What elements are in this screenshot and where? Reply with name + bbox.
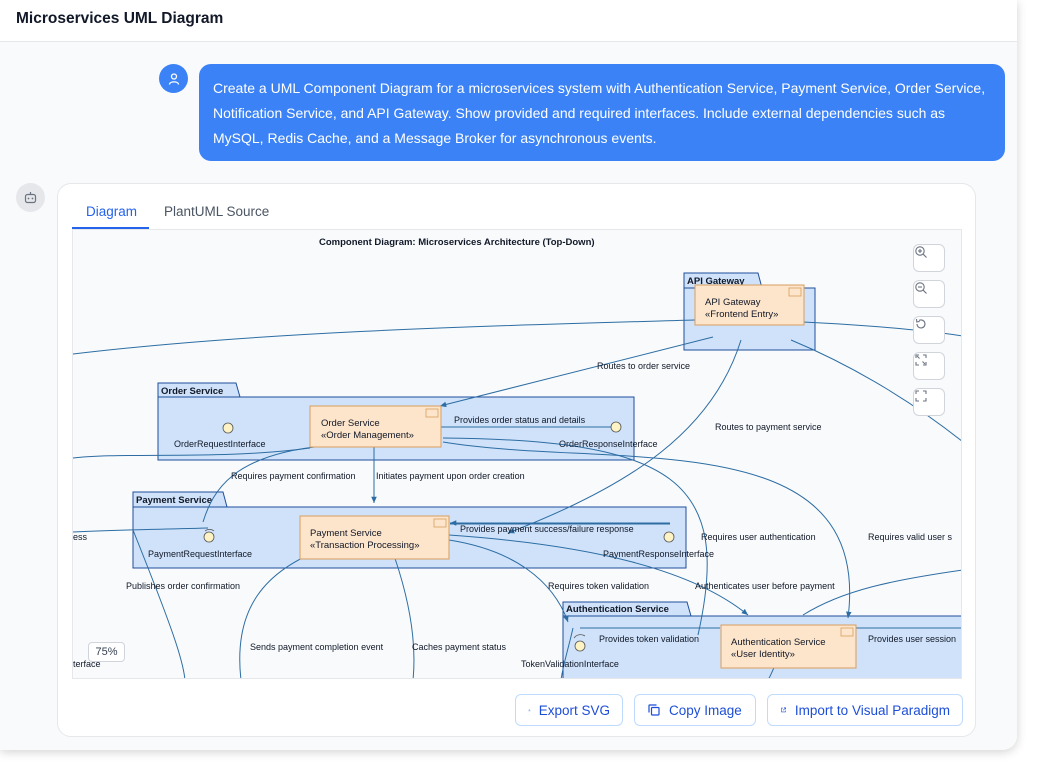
component-authentication-service[interactable]: Authentication Service «User Identity» [720,624,857,669]
app-title: Microservices UML Diagram [16,10,224,27]
label-provides-token-validation: Provides token validation [599,634,699,644]
label-requires-token-validation: Requires token validation [548,581,649,591]
label-payment-request-iface: PaymentRequestInterface [148,549,252,559]
label-token-validation-iface: TokenValidationInterface [521,659,619,669]
component-payment-service[interactable]: Payment Service «Transaction Processing» [299,515,450,560]
reset-icon [915,318,926,329]
tab-plantuml-source[interactable]: PlantUML Source [164,204,270,219]
export-svg-button[interactable]: Export SVG [515,694,623,726]
package-label-payment: Payment Service [136,495,212,506]
label-requires-payment-confirmation: Requires payment confirmation [231,471,356,481]
edge-routes-payment [507,339,742,534]
diagram-title: Component Diagram: Microservices Archite… [319,237,595,248]
tab-diagram[interactable]: Diagram [86,204,138,219]
component-stereotype-auth: «User Identity» [731,649,795,660]
import-visual-paradigm-label: Import to Visual Paradigm [794,702,950,718]
label-initiates-payment: Initiates payment upon order creation [376,471,525,481]
iface-order-response [610,421,622,433]
diagram-labels: OrderRequestInterface OrderResponseInter… [73,361,956,669]
user-icon [168,72,179,85]
label-caches-payment-status: Caches payment status [412,642,507,652]
diagram-canvas[interactable]: Component Diagram: Microservices Archite… [72,229,962,679]
label-routes-payment: Routes to payment service [715,422,822,432]
package-label-order: Order Service [161,386,223,397]
component-name-api-gateway: API Gateway [705,297,761,308]
bot-avatar-icon [16,183,45,212]
label-order-response-iface: OrderResponseInterface [559,439,658,449]
copy-icon [648,704,660,716]
zoom-out-icon [915,282,927,294]
component-name-auth: Authentication Service [731,637,826,648]
robot-icon [24,192,37,204]
socket-token [573,634,586,639]
iface-payment-request [203,531,215,543]
import-visual-paradigm-button[interactable]: Import to Visual Paradigm [767,694,963,726]
zoom-out-button[interactable] [913,280,945,308]
user-avatar-icon [159,64,188,93]
zoom-in-button[interactable] [913,244,945,272]
edge-order-auth-1 [442,437,708,636]
component-name-order: Order Service [321,418,380,429]
iface-payment-response [663,531,675,543]
label-requires-user-auth: Requires user authentication [701,532,816,542]
label-authenticates-before-payment: Authenticates user before payment [695,581,835,591]
assistant-response-card: Diagram PlantUML Source Component Diagra… [57,183,976,737]
edge-publishes [132,529,186,678]
fit-to-screen-button[interactable] [913,352,945,380]
component-stereotype-payment: «Transaction Processing» [310,540,419,551]
edge-auth-right [802,569,961,616]
label-sends-payment-completion: Sends payment completion event [250,642,384,652]
copy-image-label: Copy Image [669,702,742,718]
edge-gateway-right [802,321,961,337]
edge-payment-token [448,539,569,623]
interface-circles [203,421,675,652]
iface-token-validation [574,640,586,652]
user-message: Create a UML Component Diagram for a mic… [199,64,1005,161]
label-requires-valid-session: Requires valid user s [868,532,953,542]
title-bar: Microservices UML Diagram [0,0,1017,42]
edge-payment-auth [448,534,749,616]
edge-payment-left [73,527,209,533]
package-label-auth: Authentication Service [566,604,669,615]
edge-order-auth-2 [442,441,852,619]
fullscreen-button[interactable] [913,388,945,416]
label-publishes-order-confirmation: Publishes order confirmation [126,581,240,591]
label-payment-response-iface: PaymentResponseInterface [603,549,714,559]
copy-image-button[interactable]: Copy Image [634,694,756,726]
component-api-gateway[interactable]: API Gateway «Frontend Entry» [694,284,805,326]
zoom-level-badge: 75% [88,642,125,662]
fullscreen-icon [915,390,927,402]
component-stereotype-order: «Order Management» [321,430,414,441]
label-order-request-iface: OrderRequestInterface [174,439,266,449]
label-routes-order: Routes to order service [597,361,690,371]
label-payment-response: Provides payment success/failure respons… [460,524,634,534]
label-order-status: Provides order status and details [454,415,586,425]
edge-order-left [73,447,311,459]
reset-view-button[interactable] [913,316,945,344]
package-label-api-gateway: API Gateway [687,276,745,287]
fit-icon [915,354,927,366]
download-icon [528,709,531,712]
export-svg-label: Export SVG [538,702,610,718]
diagram-edges [73,319,961,678]
component-order-service[interactable]: Order Service «Order Management» [309,405,442,448]
active-tab-indicator [72,227,149,229]
label-partial-left: ess [73,532,88,542]
app-window: Microservices UML Diagram Create a UML C… [0,0,1017,737]
iface-order-request [222,422,234,434]
zoom-in-icon [915,246,927,258]
component-name-payment: Payment Service [310,528,382,539]
label-provides-user-session: Provides user session [868,634,956,644]
edge-token-left [560,627,574,678]
uml-diagram: Component Diagram: Microservices Archite… [73,237,961,678]
edge-routes-order [439,336,714,408]
socket-payment-request [204,529,215,532]
component-stereotype-api-gateway: «Frontend Entry» [705,309,778,320]
view-tabs: Diagram PlantUML Source [72,198,962,230]
edge-gateway-far-right [790,339,961,442]
edge-gateway-left [73,319,696,355]
external-link-icon [781,707,786,713]
label-partial-interface: terface [73,659,101,669]
